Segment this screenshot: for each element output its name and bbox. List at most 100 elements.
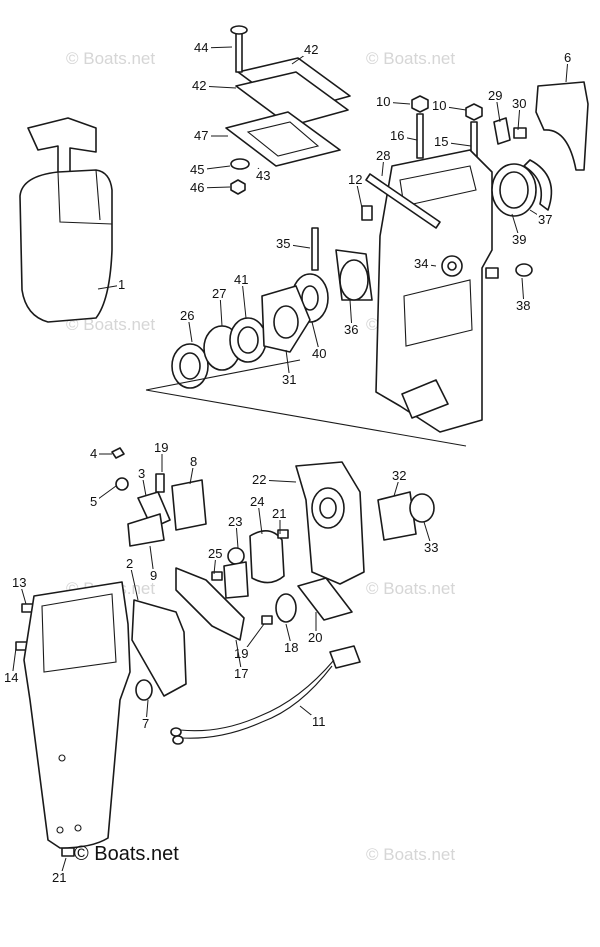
callout-background — [511, 233, 529, 246]
callout-background — [207, 547, 225, 560]
callout-background — [193, 41, 211, 54]
callout-background — [191, 79, 209, 92]
callout-number: 34 — [414, 256, 428, 271]
callout-number: 35 — [276, 236, 290, 251]
callout-background — [423, 541, 441, 554]
callout-number: 42 — [304, 42, 318, 57]
callout-background — [375, 149, 393, 162]
callout-number: 15 — [434, 134, 448, 149]
callout-number: 8 — [190, 454, 197, 469]
watermark-text: © Boats.net — [366, 845, 455, 864]
callout-background — [117, 278, 127, 291]
callout-number: 22 — [252, 472, 266, 487]
callout-background — [193, 129, 211, 142]
callout-number: 41 — [234, 272, 248, 287]
callout-background — [89, 447, 99, 460]
callout-background — [343, 323, 361, 336]
watermark-text: © Boats.net — [366, 49, 455, 68]
callout-number: 20 — [308, 630, 322, 645]
watermark-text: © Boats.net — [66, 49, 155, 68]
callout-background — [11, 576, 29, 589]
callout-background — [233, 273, 251, 286]
callout-number: 42 — [192, 78, 206, 93]
callout-leader-line — [241, 279, 247, 319]
callout-number: 46 — [190, 180, 204, 195]
callout-background — [311, 347, 329, 360]
rods — [311, 173, 441, 271]
right-ring-set — [491, 159, 553, 217]
callout-background — [233, 667, 251, 680]
callout-number: 31 — [282, 372, 296, 387]
callout-background — [431, 99, 449, 112]
callout-number: 33 — [424, 540, 438, 555]
callout-number: 24 — [250, 494, 264, 509]
callout-number: 38 — [516, 298, 530, 313]
callout-number: 27 — [212, 286, 226, 301]
callout-number: 37 — [538, 212, 552, 227]
callout-background — [487, 89, 505, 102]
callout-background — [375, 95, 393, 108]
callout-number: 23 — [228, 514, 242, 529]
callout-number: 19 — [234, 646, 248, 661]
callout-background — [141, 717, 151, 730]
cover-plates — [225, 25, 351, 195]
callout-number: 29 — [488, 88, 502, 103]
callout-background — [307, 631, 325, 644]
callout-number: 36 — [344, 322, 358, 337]
callout-number: 17 — [234, 666, 248, 681]
callout-number: 26 — [180, 308, 194, 323]
callout-number: 10 — [432, 98, 446, 113]
callout-background — [227, 515, 245, 528]
callout-number: 47 — [194, 128, 208, 143]
lower-parts — [15, 447, 435, 857]
callout-background — [433, 135, 451, 148]
callout-background — [391, 469, 409, 482]
section-divider — [145, 359, 467, 447]
callout-background — [3, 671, 21, 684]
callout-number: 19 — [154, 440, 168, 455]
callout-background — [283, 641, 301, 654]
callout-number: 2 — [126, 556, 133, 571]
callout-number: 7 — [142, 716, 149, 731]
callout-background — [563, 51, 573, 64]
callout-background — [347, 173, 365, 186]
callout-background — [515, 299, 533, 312]
callout-number: 25 — [208, 546, 222, 561]
callout-number: 30 — [512, 96, 526, 111]
callout-number: 43 — [256, 168, 270, 183]
main-housing — [361, 149, 533, 433]
callout-number: 28 — [376, 148, 390, 163]
callout-background — [189, 163, 207, 176]
callout-background — [251, 473, 269, 486]
callout-number: 3 — [138, 466, 145, 481]
callout-number: 1 — [118, 277, 125, 292]
callout-number: 44 — [194, 40, 208, 55]
callout-background — [189, 181, 207, 194]
callout-background — [149, 569, 159, 582]
callout-background — [249, 495, 267, 508]
callout-number: 39 — [512, 232, 526, 247]
callout-number: 10 — [376, 94, 390, 109]
watermark-text: © Boats.net — [66, 315, 155, 334]
copyright-text: © Boats.net — [74, 843, 179, 865]
callout-background — [537, 213, 555, 226]
callout-background — [153, 441, 171, 454]
callout-number: 21 — [52, 870, 66, 885]
callout-background — [389, 129, 407, 142]
callout-background — [281, 373, 299, 386]
callout-number: 4 — [90, 446, 97, 461]
callout-background — [303, 43, 321, 56]
callout-number: 6 — [564, 50, 571, 65]
callout-background — [271, 507, 289, 520]
callout-background — [311, 715, 329, 728]
callout-number: 13 — [12, 575, 26, 590]
left-ring-set — [171, 285, 311, 389]
callout-background — [275, 237, 293, 250]
callout-number: 12 — [348, 172, 362, 187]
callout-background — [179, 309, 197, 322]
callout-background — [137, 467, 147, 480]
callout-background — [189, 455, 199, 468]
callout-background — [255, 169, 273, 182]
